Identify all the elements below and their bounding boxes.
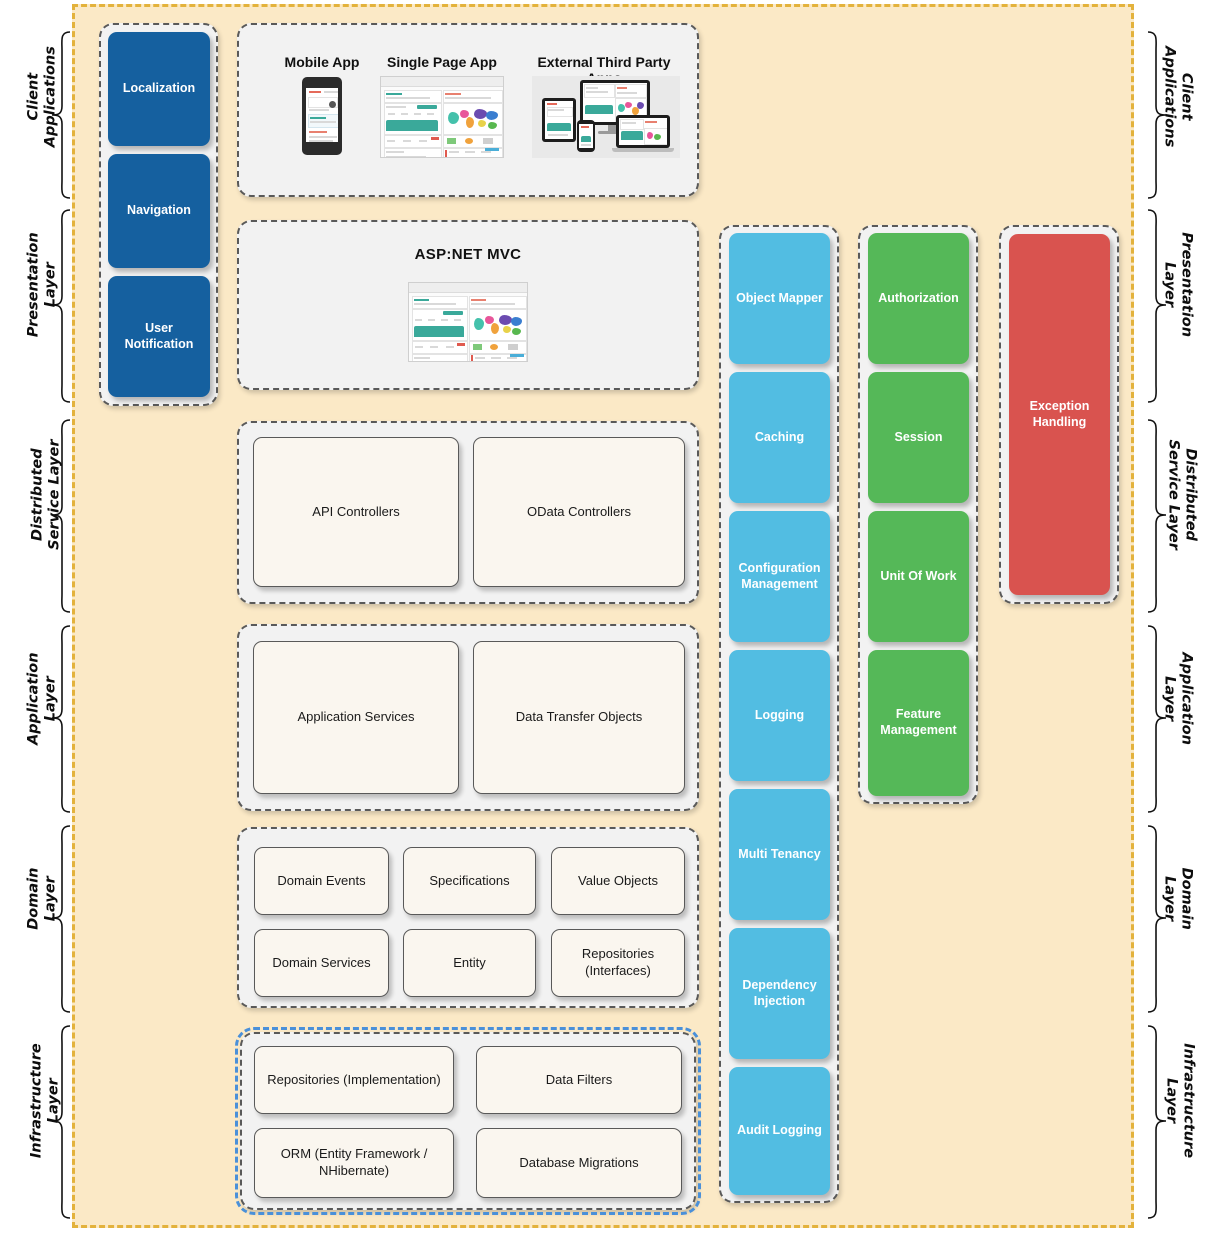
right-label-presentation-layer: Presentation Layer bbox=[1162, 232, 1195, 338]
tile-data-transfer-objects-label: Data Transfer Objects bbox=[515, 709, 643, 725]
caption-mobile-app: Mobile App bbox=[284, 54, 360, 70]
tile-api-controllers-label: API Controllers bbox=[312, 503, 400, 519]
right-label-infrastructure-layer: Infrastructure Layer bbox=[1164, 1043, 1197, 1159]
tile-feature-management[interactable]: Feature Management bbox=[868, 650, 969, 796]
device-phone bbox=[577, 120, 595, 152]
device-tablet bbox=[542, 98, 576, 142]
browser-chrome-bar bbox=[381, 77, 503, 87]
single-page-app-screenshot bbox=[380, 76, 504, 158]
tile-entity-label: Entity bbox=[453, 954, 486, 970]
tile-database-migrations[interactable]: Database Migrations bbox=[476, 1128, 682, 1198]
tile-multi-tenancy[interactable]: Multi Tenancy bbox=[729, 789, 830, 920]
left-label-presentation-layer: Presentation Layer bbox=[25, 232, 58, 338]
tile-object-mapper-label: Object Mapper bbox=[736, 290, 823, 305]
tile-audit-logging-label: Audit Logging bbox=[737, 1123, 822, 1138]
tile-value-objects[interactable]: Value Objects bbox=[551, 847, 685, 915]
brace-right-presentation-layer bbox=[1147, 209, 1167, 403]
browser-chrome-bar-mvc bbox=[409, 283, 527, 293]
tile-unit-of-work-label: Unit Of Work bbox=[880, 568, 957, 583]
brace-left-infrastructure-layer bbox=[51, 1025, 71, 1219]
brace-right-distributed-service-layer bbox=[1147, 419, 1167, 613]
tile-logging[interactable]: Logging bbox=[729, 650, 830, 781]
right-label-application-layer: Application Layer bbox=[1162, 652, 1195, 745]
tile-orm[interactable]: ORM (Entity Framework / NHibernate) bbox=[254, 1128, 454, 1198]
tile-domain-services-label: Domain Services bbox=[272, 954, 371, 970]
tile-user-notification[interactable]: User Notification bbox=[108, 276, 210, 397]
tile-configuration-management-label: Configuration Management bbox=[738, 560, 821, 591]
tile-caching-label: Caching bbox=[754, 429, 805, 444]
tile-domain-services[interactable]: Domain Services bbox=[254, 929, 389, 997]
tile-application-services[interactable]: Application Services bbox=[253, 641, 459, 794]
tile-repositories-implementation-label: Repositories (Implementation) bbox=[267, 1071, 441, 1087]
tile-multi-tenancy-label: Multi Tenancy bbox=[738, 846, 821, 861]
tile-caching[interactable]: Caching bbox=[729, 372, 830, 503]
tile-exception-handling-label: Exception Handling bbox=[1029, 398, 1090, 429]
tile-domain-events-label: Domain Events bbox=[277, 872, 366, 888]
left-label-distributed-service-layer: Distributed Service Layer bbox=[29, 439, 62, 550]
brace-left-distributed-service-layer bbox=[51, 419, 71, 613]
brace-right-client-applications bbox=[1147, 31, 1167, 199]
spa-dashboard bbox=[381, 87, 503, 157]
tile-dependency-injection-label: Dependency Injection bbox=[742, 977, 817, 1008]
brace-right-infrastructure-layer bbox=[1147, 1025, 1167, 1219]
tile-api-controllers[interactable]: API Controllers bbox=[253, 437, 459, 587]
tile-application-services-label: Application Services bbox=[297, 709, 415, 725]
left-label-infrastructure-layer: Infrastructure Layer bbox=[28, 1043, 61, 1159]
mvc-dashboard bbox=[409, 293, 527, 361]
tile-user-notification-label: User Notification bbox=[124, 320, 194, 351]
tile-specifications-label: Specifications bbox=[429, 872, 510, 888]
tile-odata-controllers-label: OData Controllers bbox=[526, 503, 632, 519]
tile-data-transfer-objects[interactable]: Data Transfer Objects bbox=[473, 641, 685, 794]
brace-right-application-layer bbox=[1147, 625, 1167, 813]
tile-domain-events[interactable]: Domain Events bbox=[254, 847, 389, 915]
tile-logging-label: Logging bbox=[754, 707, 805, 722]
left-label-domain-layer: Domain Layer bbox=[25, 867, 58, 930]
brace-left-presentation-layer bbox=[51, 209, 71, 403]
brace-left-client-applications bbox=[51, 31, 71, 199]
tile-feature-management-label: Feature Management bbox=[880, 707, 957, 737]
right-label-client-applications: Client Applications bbox=[1162, 46, 1195, 148]
caption-single-page-app: Single Page App bbox=[387, 54, 497, 70]
aspnet-mvc-screenshot bbox=[408, 282, 528, 362]
left-label-application-layer: Application Layer bbox=[25, 652, 58, 745]
tile-unit-of-work[interactable]: Unit Of Work bbox=[868, 511, 969, 642]
right-label-domain-layer: Domain Layer bbox=[1162, 867, 1195, 930]
left-label-client-applications: Client Applications bbox=[25, 46, 58, 148]
tile-localization-label: Localization bbox=[122, 81, 196, 96]
external-third-party-apps-screenshot bbox=[532, 76, 680, 158]
brace-right-domain-layer bbox=[1147, 825, 1167, 1013]
tile-authorization[interactable]: Authorization bbox=[868, 233, 969, 364]
tile-value-objects-label: Value Objects bbox=[578, 872, 658, 888]
tile-entity[interactable]: Entity bbox=[403, 929, 536, 997]
tile-data-filters[interactable]: Data Filters bbox=[476, 1046, 682, 1114]
tile-session[interactable]: Session bbox=[868, 372, 969, 503]
brace-left-domain-layer bbox=[51, 825, 71, 1013]
aspnet-mvc-title: ASP:NET MVC bbox=[414, 246, 522, 263]
tile-navigation-label: Navigation bbox=[127, 203, 191, 218]
tile-session-label: Session bbox=[894, 429, 943, 444]
tile-repositories-interfaces[interactable]: Repositories (Interfaces) bbox=[551, 929, 685, 997]
tile-authorization-label: Authorization bbox=[878, 290, 959, 305]
tile-navigation[interactable]: Navigation bbox=[108, 154, 210, 268]
tile-repositories-interfaces-label: Repositories (Interfaces) bbox=[581, 946, 655, 978]
tile-configuration-management[interactable]: Configuration Management bbox=[729, 511, 830, 642]
brace-left-application-layer bbox=[51, 625, 71, 813]
tile-audit-logging[interactable]: Audit Logging bbox=[729, 1067, 830, 1195]
tile-specifications[interactable]: Specifications bbox=[403, 847, 536, 915]
mobile-app-screenshot bbox=[302, 77, 342, 155]
tile-repositories-implementation[interactable]: Repositories (Implementation) bbox=[254, 1046, 454, 1114]
tile-database-migrations-label: Database Migrations bbox=[519, 1154, 639, 1170]
tile-odata-controllers[interactable]: OData Controllers bbox=[473, 437, 685, 587]
right-label-distributed-service-layer: Distributed Service Layer bbox=[1166, 439, 1199, 550]
device-laptop bbox=[616, 115, 670, 148]
tile-localization[interactable]: Localization bbox=[108, 32, 210, 146]
tile-object-mapper[interactable]: Object Mapper bbox=[729, 233, 830, 364]
tile-dependency-injection[interactable]: Dependency Injection bbox=[729, 928, 830, 1059]
phone-screen bbox=[306, 88, 338, 142]
tile-exception-handling[interactable]: Exception Handling bbox=[1009, 234, 1110, 595]
tile-data-filters-label: Data Filters bbox=[545, 1071, 613, 1087]
tile-orm-label: ORM (Entity Framework / NHibernate) bbox=[280, 1146, 428, 1178]
